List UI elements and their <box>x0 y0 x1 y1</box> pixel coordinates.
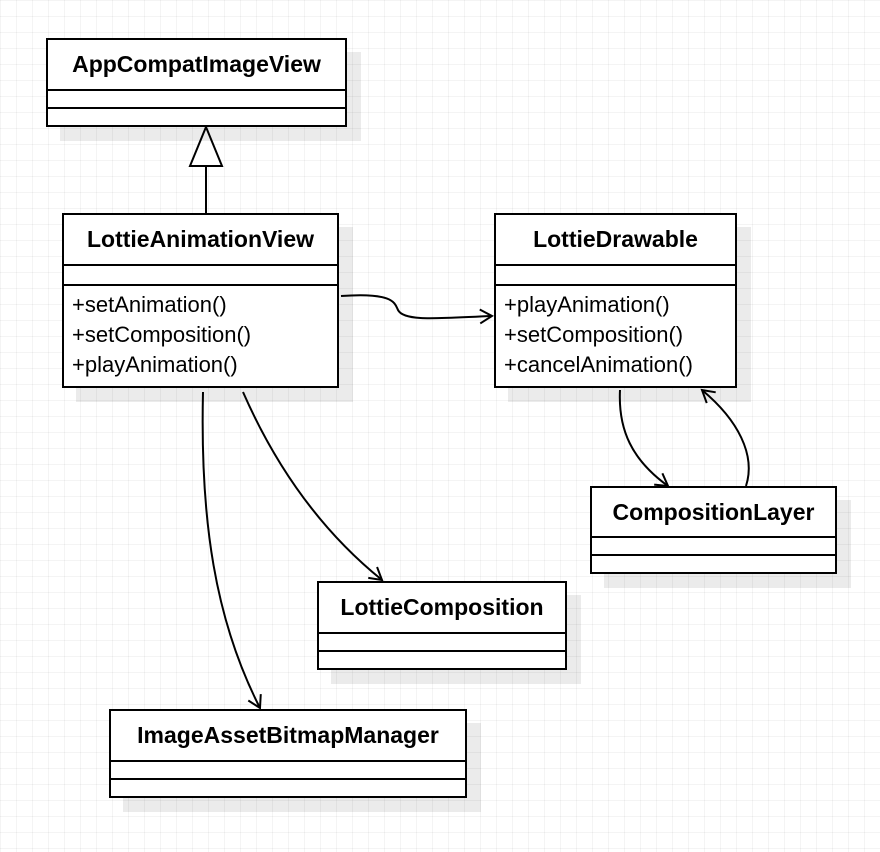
methods-compartment: +playAnimation() +setComposition() +canc… <box>496 286 735 380</box>
method-item: +setAnimation() <box>72 292 227 317</box>
association-view-to-composition <box>242 391 384 582</box>
attributes-compartment <box>64 266 337 286</box>
class-name: CompositionLayer <box>592 488 835 538</box>
inheritance-edge <box>188 124 224 214</box>
class-lottie-composition: LottieComposition <box>317 581 567 670</box>
class-name: LottieComposition <box>319 583 565 634</box>
attributes-compartment <box>496 266 735 286</box>
attributes-compartment <box>319 634 565 652</box>
class-name: LottieAnimationView <box>64 215 337 266</box>
class-app-compat-image-view: AppCompatImageView <box>46 38 347 127</box>
method-item: +playAnimation() <box>72 352 238 377</box>
methods-compartment: +setAnimation() +setComposition() +playA… <box>64 286 337 380</box>
class-lottie-animation-view: LottieAnimationView +setAnimation() +set… <box>62 213 339 388</box>
attributes-compartment <box>48 91 345 109</box>
attributes-compartment <box>592 538 835 556</box>
method-item: +setComposition() <box>72 322 252 347</box>
association-view-to-bitmap-manager <box>201 391 262 710</box>
class-image-asset-bitmap-manager: ImageAssetBitmapManager <box>109 709 467 798</box>
class-name: ImageAssetBitmapManager <box>111 711 465 762</box>
association-view-to-drawable <box>340 294 494 325</box>
association-drawable-to-layer <box>618 389 670 488</box>
method-item: +playAnimation() <box>504 292 670 317</box>
association-layer-to-drawable <box>700 388 750 487</box>
class-name: LottieDrawable <box>496 215 735 266</box>
class-lottie-drawable: LottieDrawable +playAnimation() +setComp… <box>494 213 737 388</box>
method-item: +cancelAnimation() <box>504 352 693 377</box>
attributes-compartment <box>111 762 465 780</box>
class-composition-layer: CompositionLayer <box>590 486 837 574</box>
method-item: +setComposition() <box>504 322 684 347</box>
class-name: AppCompatImageView <box>48 40 345 91</box>
